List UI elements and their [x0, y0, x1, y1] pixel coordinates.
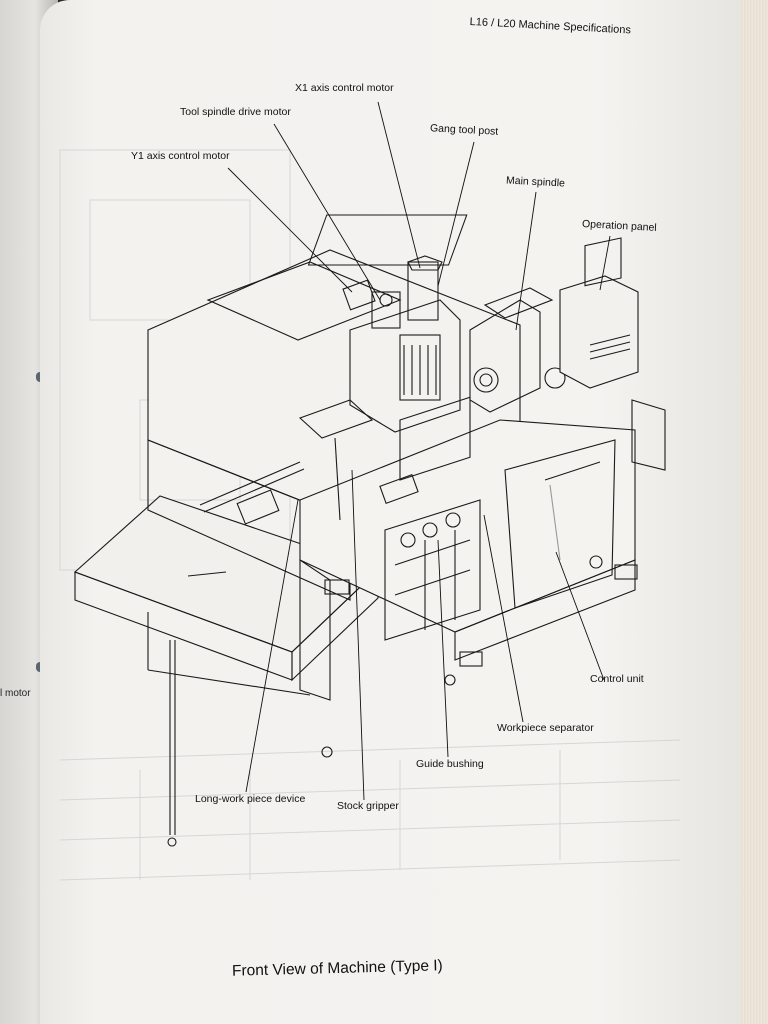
callout-tool-spindle-drive-motor: Tool spindle drive motor [180, 106, 291, 118]
callout-guide-bushing: Guide bushing [416, 758, 484, 770]
callout-stock-gripper: Stock gripper [337, 800, 399, 812]
callout-y1-axis-control-motor: Y1 axis control motor [131, 150, 230, 162]
callout-workpiece-separator: Workpiece separator [497, 722, 594, 734]
callout-long-work-piece-device: Long-work piece device [195, 793, 306, 805]
leader-lines [227, 101, 611, 801]
callout-x1-axis-control-motor: X1 axis control motor [295, 82, 394, 94]
machine-outline [73, 214, 666, 847]
left-page-fragment: l motor [0, 688, 31, 699]
callout-control-unit: Control unit [590, 673, 644, 685]
